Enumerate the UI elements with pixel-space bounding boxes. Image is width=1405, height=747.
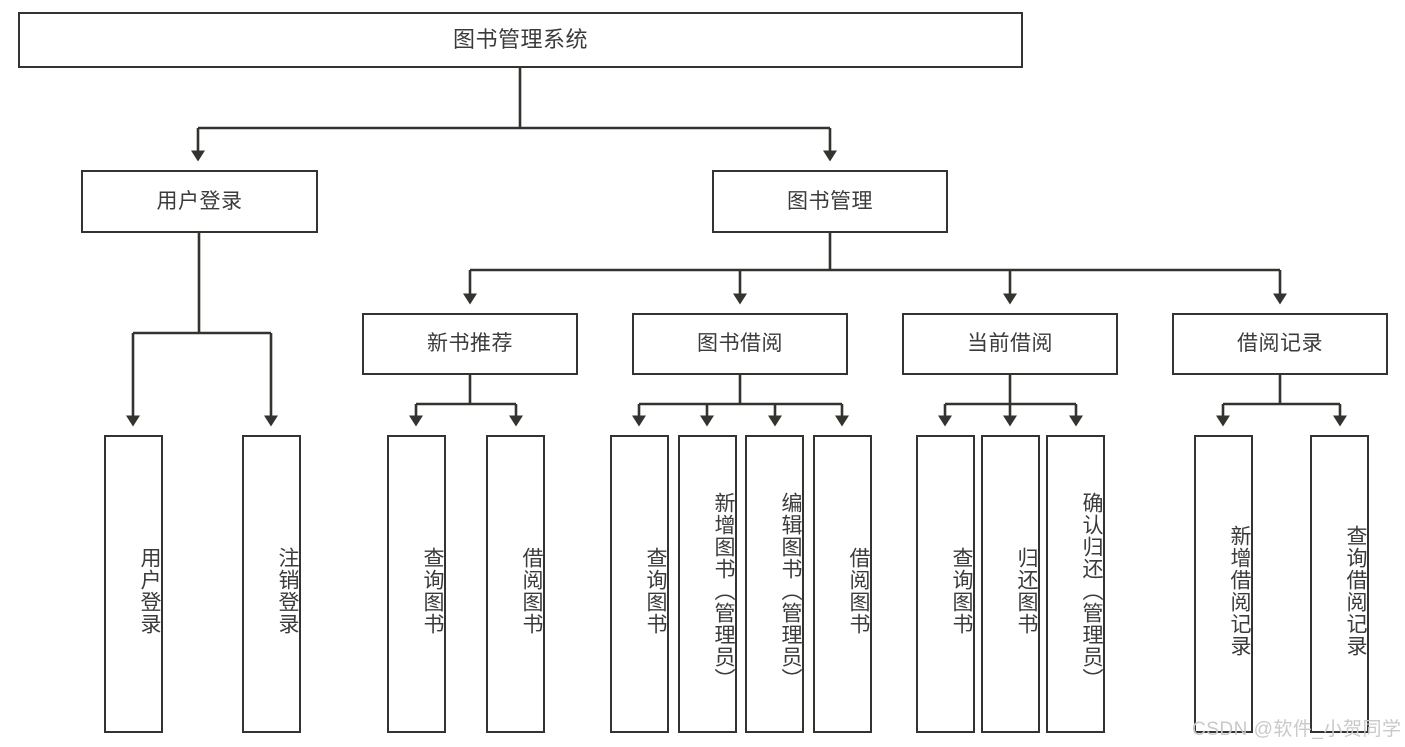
node-label: 注销登录	[276, 547, 299, 635]
node-label: 新增借阅记录	[1228, 525, 1251, 657]
node-user-login[interactable]: 用户登录	[81, 170, 318, 233]
node-leaf-borrow-book-rec[interactable]: 借阅图书	[486, 435, 545, 733]
node-new-book-rec[interactable]: 新书推荐	[362, 313, 578, 375]
node-leaf-query-book-rec[interactable]: 查询图书	[387, 435, 446, 733]
node-label: 归还图书	[1015, 547, 1038, 635]
node-label: 图书管理系统	[452, 26, 588, 52]
node-leaf-logout[interactable]: 注销登录	[242, 435, 301, 733]
node-leaf-add-record[interactable]: 新增借阅记录	[1194, 435, 1253, 733]
node-label: 借阅图书	[520, 547, 543, 635]
node-current-borrow[interactable]: 当前借阅	[902, 313, 1118, 375]
node-label: 查询图书	[644, 547, 667, 635]
node-leaf-query-book[interactable]: 查询图书	[610, 435, 669, 733]
node-leaf-query-record[interactable]: 查询借阅记录	[1310, 435, 1369, 733]
node-borrow-record[interactable]: 借阅记录	[1172, 313, 1388, 375]
node-label: 编辑图书（管理员）	[779, 492, 802, 690]
node-label: 当前借阅	[967, 332, 1053, 356]
node-leaf-borrow-book[interactable]: 借阅图书	[813, 435, 872, 733]
node-label: 图书借阅	[697, 332, 783, 356]
node-label: 新书推荐	[427, 332, 513, 356]
node-label: 新增图书（管理员）	[712, 492, 735, 690]
node-label: 借阅记录	[1237, 332, 1323, 356]
node-leaf-confirm-return[interactable]: 确认归还（管理员）	[1046, 435, 1105, 733]
node-label: 用户登录	[156, 189, 243, 213]
node-leaf-query-book-cur[interactable]: 查询图书	[916, 435, 975, 733]
node-label: 借阅图书	[847, 547, 870, 635]
node-leaf-add-book[interactable]: 新增图书（管理员）	[678, 435, 737, 733]
node-label: 用户登录	[138, 547, 161, 635]
node-leaf-edit-book[interactable]: 编辑图书（管理员）	[745, 435, 804, 733]
node-label: 查询图书	[950, 547, 973, 635]
node-leaf-return-book[interactable]: 归还图书	[981, 435, 1040, 733]
node-root[interactable]: 图书管理系统	[18, 12, 1023, 68]
node-label: 图书管理	[787, 189, 873, 213]
watermark-text: CSDN @软件_小贺同学	[1192, 719, 1402, 740]
node-book-borrow[interactable]: 图书借阅	[632, 313, 848, 375]
node-label: 查询借阅记录	[1344, 525, 1367, 657]
node-leaf-user-login[interactable]: 用户登录	[104, 435, 163, 733]
node-book-manage[interactable]: 图书管理	[712, 170, 948, 233]
csdn-watermark: CSDN @软件_小贺同学	[1192, 714, 1401, 741]
node-label: 确认归还（管理员）	[1080, 492, 1103, 690]
node-label: 查询图书	[421, 547, 444, 635]
